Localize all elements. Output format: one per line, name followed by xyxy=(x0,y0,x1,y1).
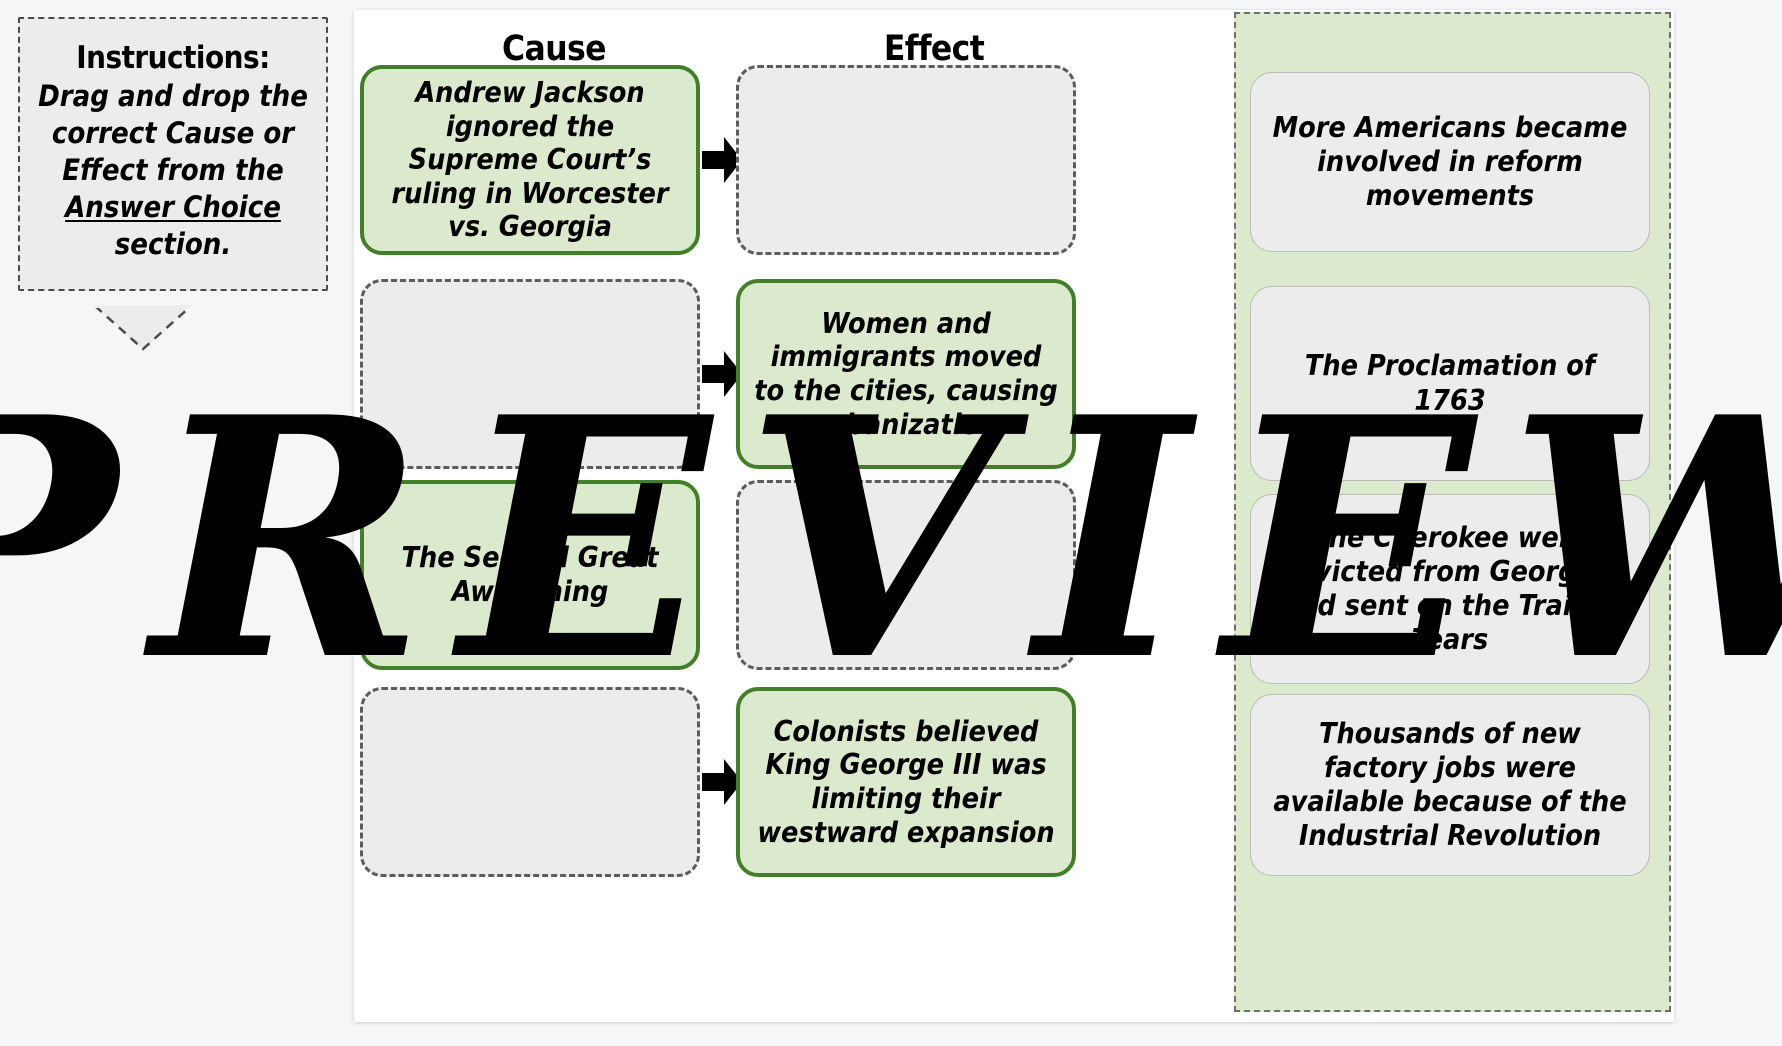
effect-cell-2[interactable]: Women and immigrants moved to the cities… xyxy=(736,279,1076,469)
answer-choice-1-text: More Americans became involved in reform… xyxy=(1272,110,1628,213)
answer-choices-panel: More Americans became involved in reform… xyxy=(1234,12,1671,1012)
cause-effect-row: The Second Great Awakening xyxy=(354,480,1114,670)
effect-dropzone-3[interactable] xyxy=(736,480,1076,670)
answer-choice-card[interactable]: Thousands of new factory jobs were avail… xyxy=(1250,694,1650,876)
cause-cell-3-text: The Second Great Awakening xyxy=(401,541,659,608)
cause-effect-row: Andrew Jackson ignored the Supreme Court… xyxy=(354,65,1114,255)
callout-tail-icon xyxy=(95,305,191,351)
instructions-callout: Instructions: Drag and drop the correct … xyxy=(18,17,328,292)
answer-choice-2-text: The Proclamation of 1763 xyxy=(1304,349,1596,417)
cause-cell-1[interactable]: Andrew Jackson ignored the Supreme Court… xyxy=(360,65,700,255)
instructions-line-2: correct Cause or xyxy=(51,115,295,150)
cause-dropzone-2[interactable] xyxy=(360,279,700,469)
answer-choice-3-text: The Cherokee were evicted from Georgia a… xyxy=(1281,520,1619,657)
effect-cell-2-text: Women and immigrants moved to the cities… xyxy=(754,306,1058,441)
instructions-title: Instructions: xyxy=(34,41,312,76)
cause-cell-1-text: Andrew Jackson ignored the Supreme Court… xyxy=(391,75,669,244)
effect-cell-4[interactable]: Colonists believed King George III was l… xyxy=(736,687,1076,877)
effect-dropzone-1[interactable] xyxy=(736,65,1076,255)
column-header-effect: Effect xyxy=(883,29,985,69)
answer-choice-card[interactable]: The Proclamation of 1763 xyxy=(1250,286,1650,481)
answer-choice-card[interactable]: The Cherokee were evicted from Georgia a… xyxy=(1250,494,1650,684)
answer-choice-card[interactable]: More Americans became involved in reform… xyxy=(1250,72,1650,252)
cause-effect-row: Colonists believed King George III was l… xyxy=(354,687,1114,877)
instructions-answer-choice-link: Answer Choice xyxy=(65,190,281,225)
instructions-line-1: Drag and drop the xyxy=(38,78,308,113)
instructions-line-4: section. xyxy=(114,227,232,262)
column-header-cause: Cause xyxy=(502,29,606,69)
arrow-right-icon xyxy=(702,351,742,397)
cause-cell-3[interactable]: The Second Great Awakening xyxy=(360,480,700,670)
cause-dropzone-4[interactable] xyxy=(360,687,700,877)
instructions-title-colon: : xyxy=(259,40,270,76)
arrow-right-icon xyxy=(702,759,742,805)
effect-cell-4-text: Colonists believed King George III was l… xyxy=(757,714,1055,849)
answer-choice-4-text: Thousands of new factory jobs were avail… xyxy=(1273,716,1627,853)
instructions-line-3: Effect from the xyxy=(62,152,284,187)
instructions-title-word: Instructions xyxy=(76,40,260,76)
arrow-right-icon xyxy=(702,137,742,183)
cause-effect-row: Women and immigrants moved to the cities… xyxy=(354,279,1114,469)
